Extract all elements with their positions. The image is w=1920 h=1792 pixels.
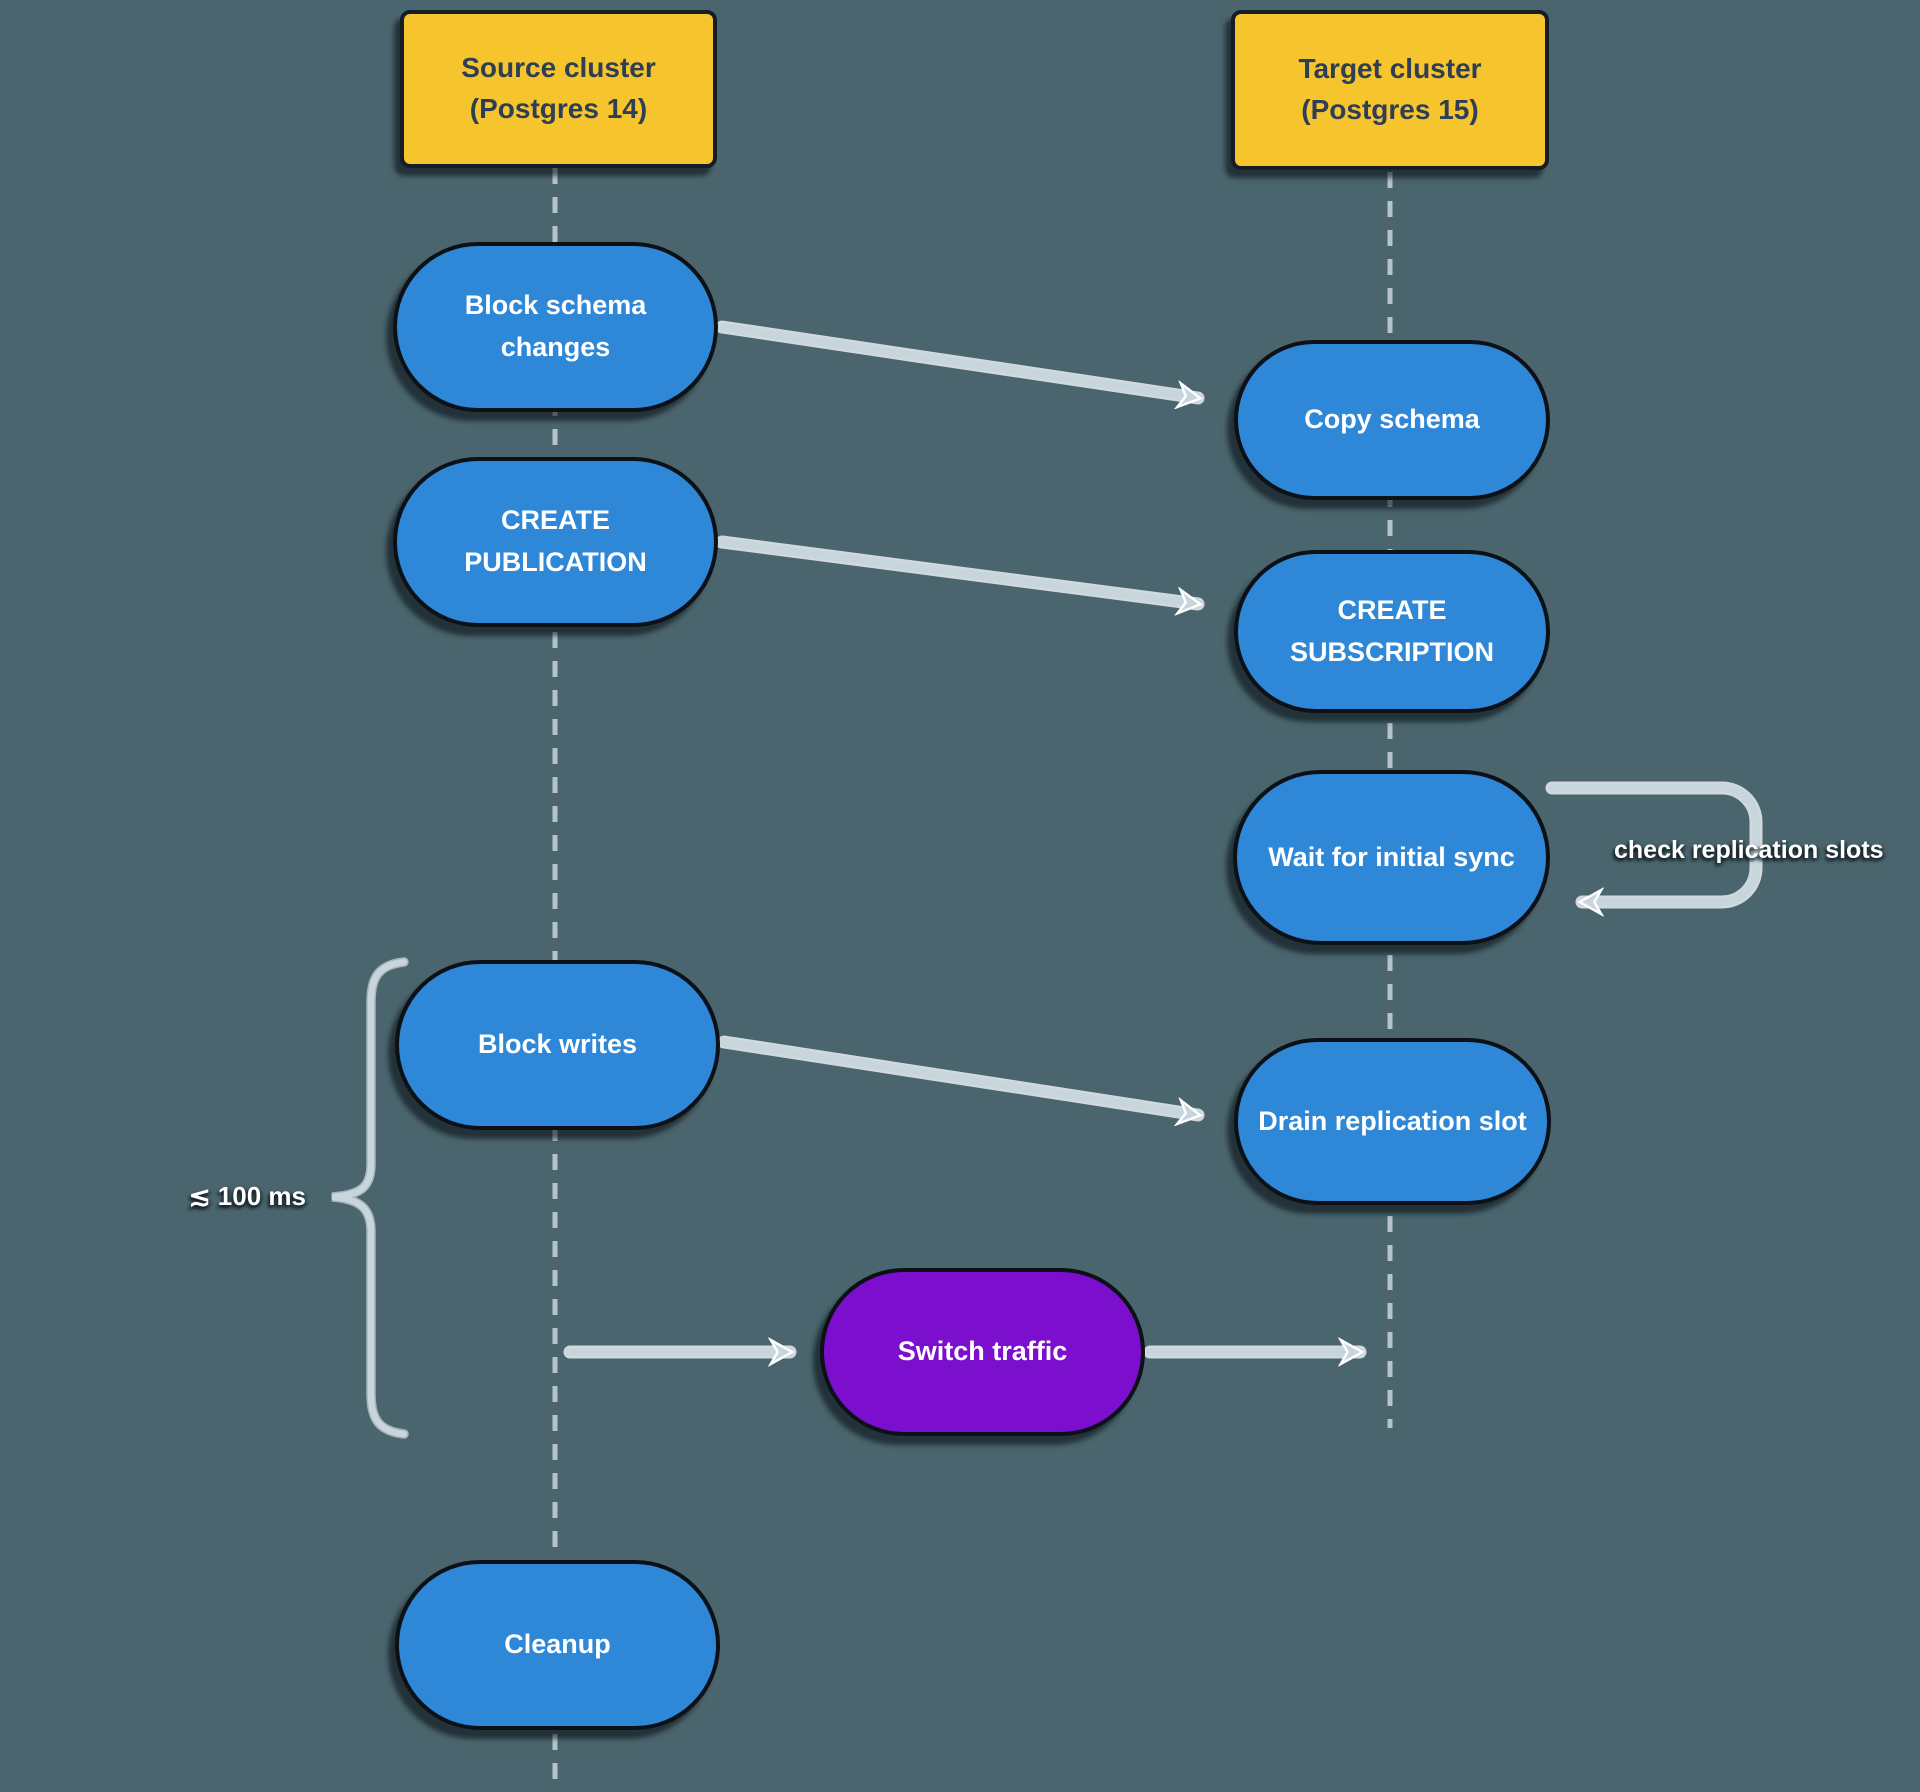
node-label: Cleanup: [504, 1629, 611, 1660]
node-label: CREATE PUBLICATION: [464, 505, 647, 577]
node-block-writes: Block writes: [395, 960, 720, 1130]
header-target-label: Target cluster (Postgres 15): [1298, 53, 1482, 125]
node-label: CREATE SUBSCRIPTION: [1289, 594, 1495, 667]
node-block-schema-changes: Block schema changes: [393, 242, 718, 412]
node-copy-schema: Copy schema: [1234, 340, 1550, 500]
header-source-cluster: Source cluster (Postgres 14): [400, 10, 717, 168]
node-cleanup: Cleanup: [395, 1560, 720, 1730]
arrow-block-writes-to-drain-slot: [719, 1037, 1198, 1115]
node-create-subscription: CREATE SUBSCRIPTION: [1234, 550, 1550, 713]
node-label: Wait for initial sync: [1268, 841, 1515, 872]
label-check-replication-slots: check replication slots: [1614, 836, 1884, 864]
node-drain-replication-slot: Drain replication slot: [1234, 1038, 1551, 1205]
node-wait-for-initial-sync: Wait for initial sync: [1233, 770, 1550, 945]
arrow-create-publication-to-create-subscription: [717, 537, 1198, 604]
node-label: Block writes: [477, 1029, 638, 1060]
node-label: Drain replication slot: [1258, 1105, 1527, 1136]
node-create-publication: CREATE PUBLICATION: [393, 457, 718, 627]
header-source-label: Source cluster (Postgres 14): [461, 52, 656, 124]
label-latency-100ms: ≲ 100 ms: [188, 1181, 306, 1211]
self-loop-check-replication-slots: [1547, 783, 1761, 902]
brace-latency: [331, 958, 408, 1438]
header-target-cluster: Target cluster (Postgres 15): [1231, 10, 1549, 170]
node-label: Switch traffic: [897, 1336, 1068, 1367]
node-switch-traffic: Switch traffic: [820, 1268, 1145, 1436]
arrow-block-schema-to-copy-schema: [717, 322, 1198, 398]
node-label: Block schema changes: [464, 290, 647, 362]
node-label: Copy schema: [1304, 404, 1480, 435]
